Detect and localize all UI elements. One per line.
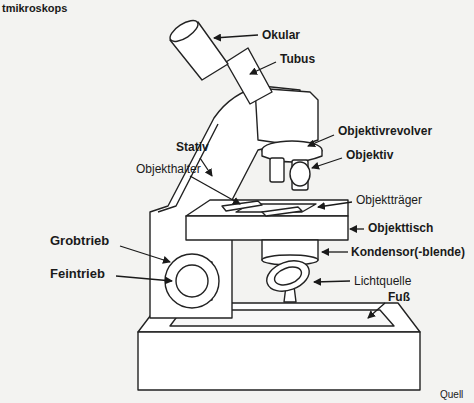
fine-knob <box>176 265 208 297</box>
part-label: Lichtquelle <box>354 274 411 288</box>
part-label: Fuß <box>388 290 410 304</box>
part-label: Okular <box>262 28 300 42</box>
part-label: Objektträger <box>356 193 422 207</box>
part-label: Stativ <box>176 140 209 154</box>
part-label: Tubus <box>280 52 315 66</box>
eyepiece-top <box>167 16 201 45</box>
part-label: Grobtrieb <box>50 234 109 248</box>
light-source <box>263 255 314 296</box>
stage-front <box>186 216 348 240</box>
part-label: Objekthalter <box>136 162 201 176</box>
part-label: Feintrieb <box>50 267 105 281</box>
coarse-knob <box>165 254 219 308</box>
objective <box>270 158 284 182</box>
heading: tmikroskops <box>2 2 67 14</box>
stage-top <box>186 200 348 216</box>
tube <box>226 48 272 104</box>
foot-front <box>138 332 420 390</box>
clip <box>222 201 262 211</box>
clip <box>262 207 302 216</box>
part-label: Objektiv <box>346 148 393 162</box>
part-label: Quell <box>440 388 463 402</box>
part-label: Objektivrevolver <box>338 124 432 138</box>
part-label: Kondensor(-blende) <box>351 245 465 259</box>
part-label: Objekttisch <box>368 221 433 235</box>
